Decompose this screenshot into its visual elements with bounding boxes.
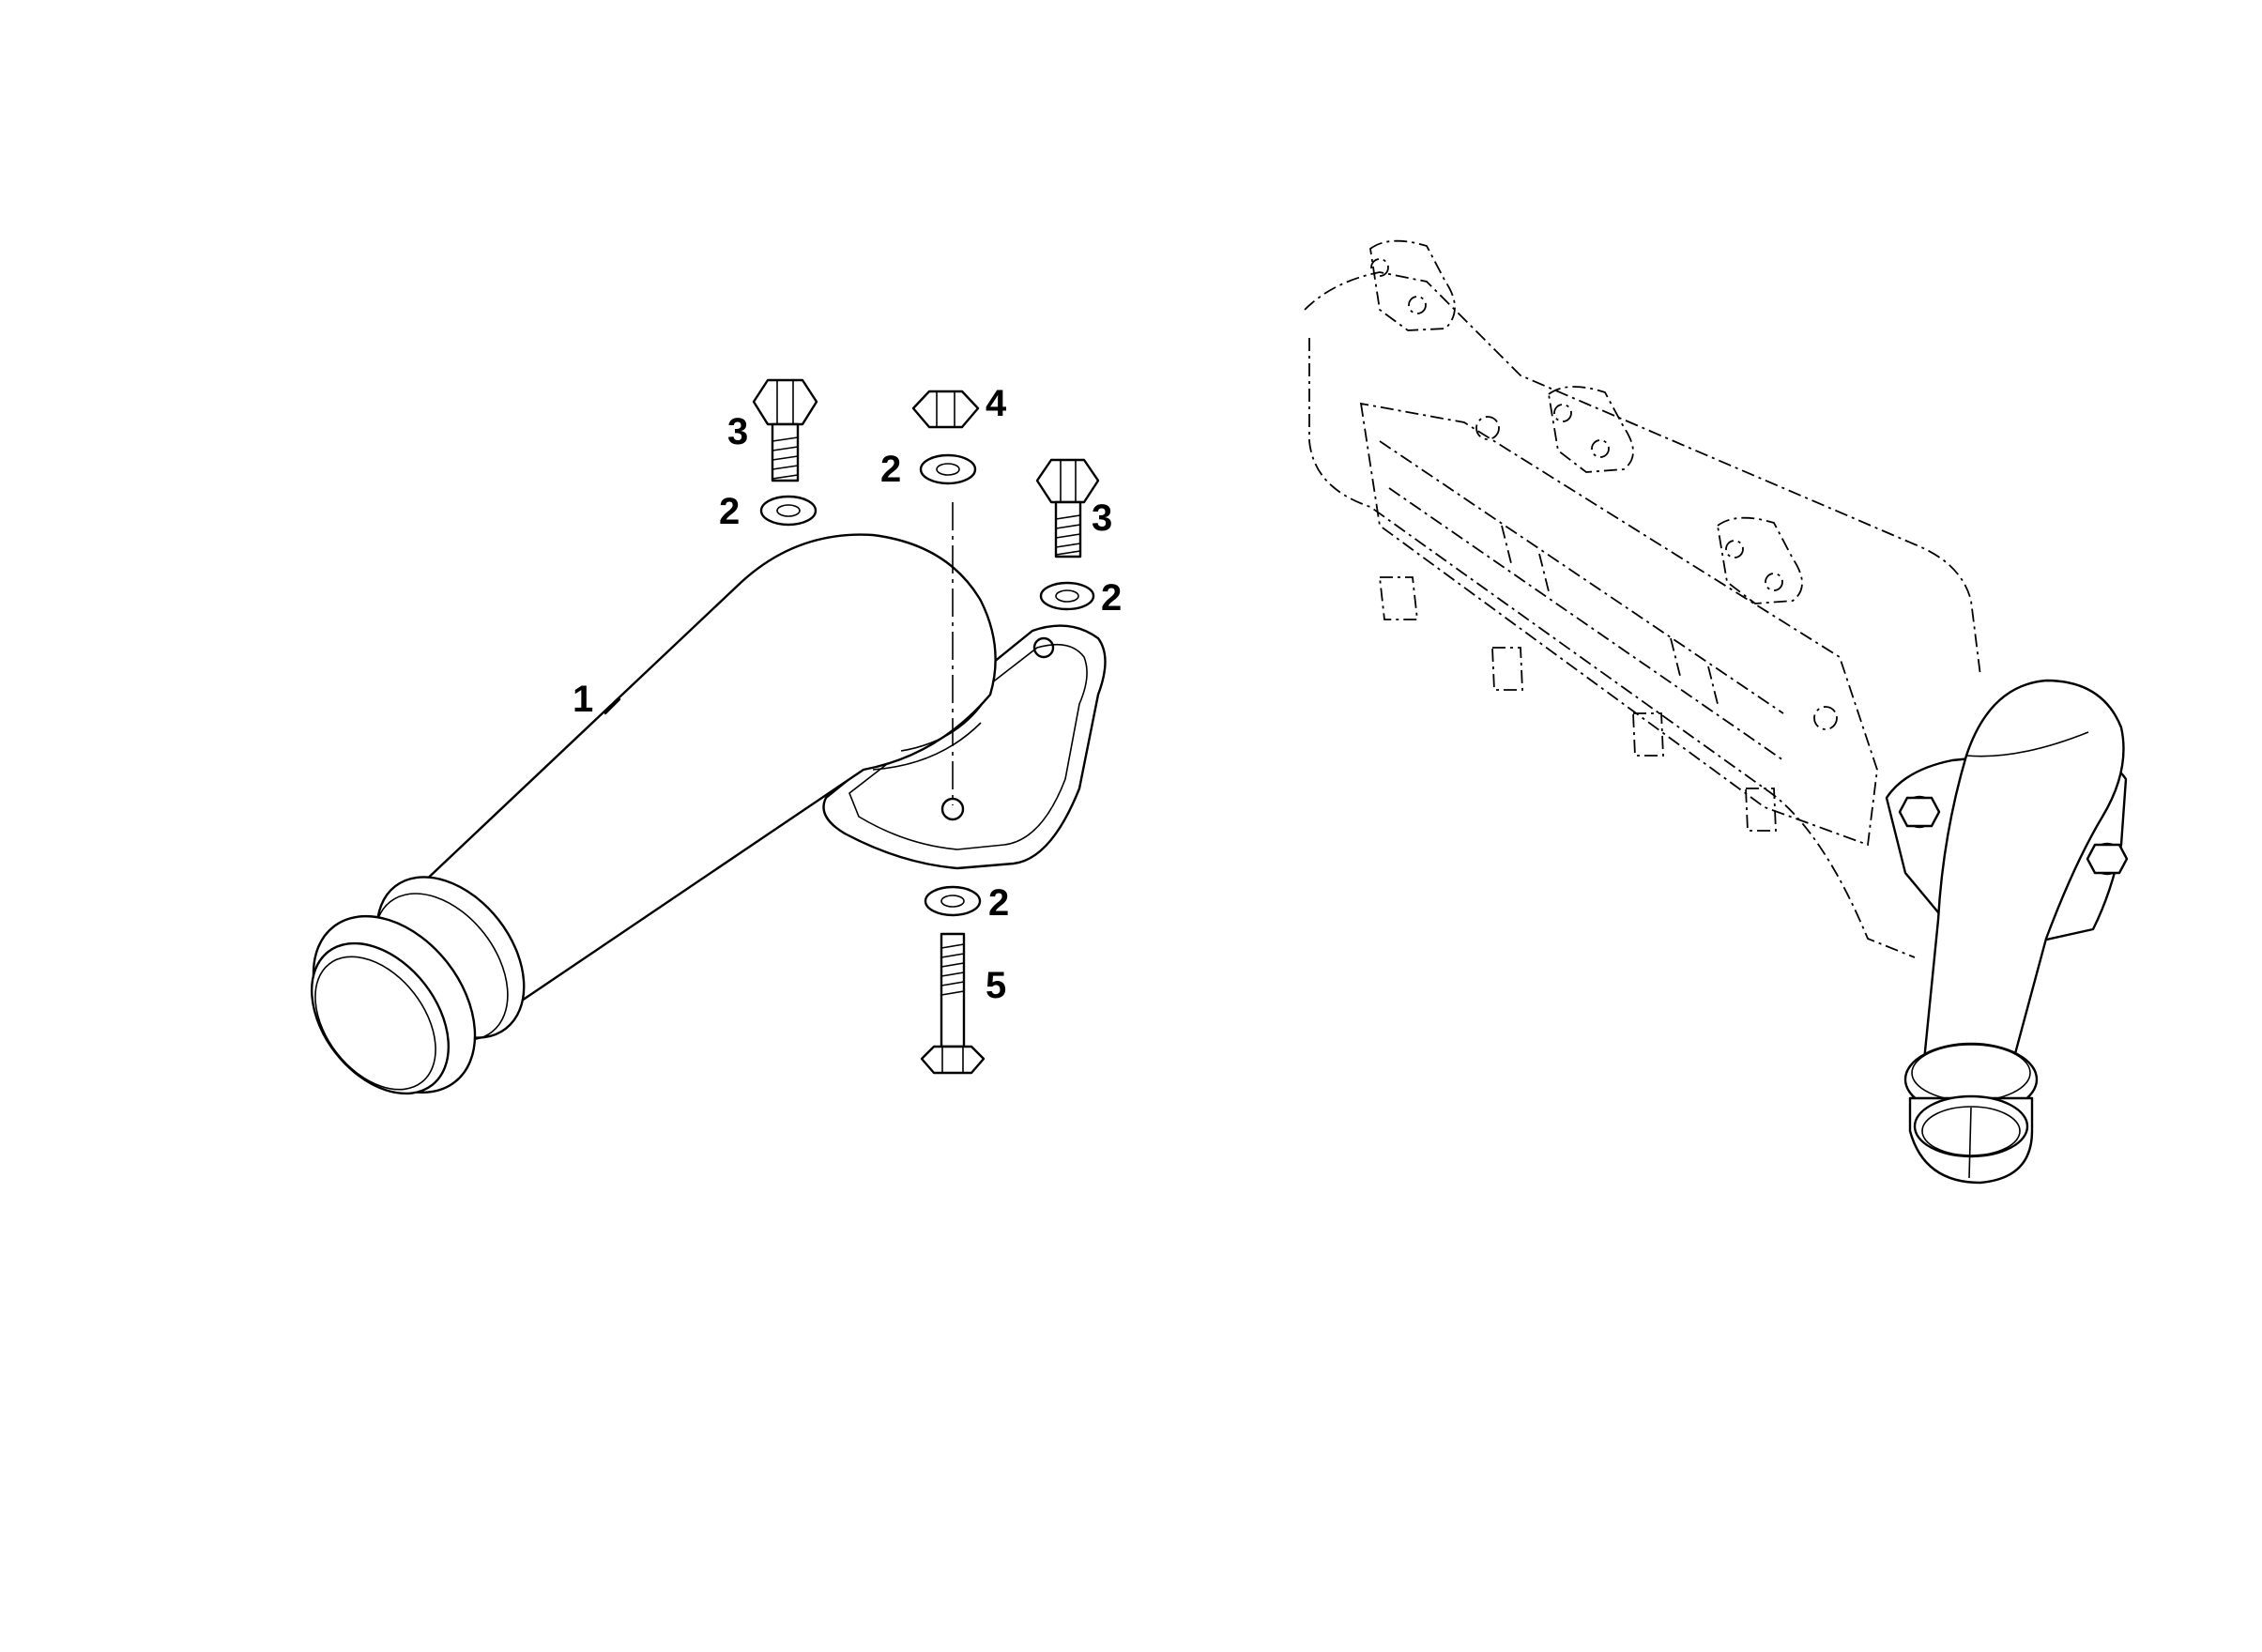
exhaust-manifold-phantom [1304, 239, 1981, 958]
callout-2-bottom: 2 [988, 882, 1009, 924]
callout-3-right: 3 [1092, 497, 1112, 539]
callout-1: 1 [573, 679, 593, 720]
hex-nut [911, 390, 980, 429]
outlet-pipe-installed [1885, 679, 2129, 1185]
outlet-pipe-exploded [310, 502, 1107, 1095]
callout-2-right: 2 [1101, 577, 1122, 619]
callout-4: 4 [986, 383, 1007, 424]
leader-1 [604, 697, 621, 715]
washer-left [759, 495, 818, 527]
pipe-flange [822, 624, 1107, 870]
hex-bolt-left [752, 378, 818, 482]
stud-bolt [920, 932, 986, 1075]
washer-bottom [924, 885, 982, 917]
callout-2-left: 2 [719, 491, 740, 532]
washer-right [1039, 581, 1095, 611]
hex-bolt-right [1035, 458, 1100, 558]
callout-3-left: 3 [727, 411, 748, 452]
callout-2-top: 2 [880, 449, 901, 490]
washer-top [919, 453, 977, 485]
callout-5: 5 [986, 965, 1006, 1006]
